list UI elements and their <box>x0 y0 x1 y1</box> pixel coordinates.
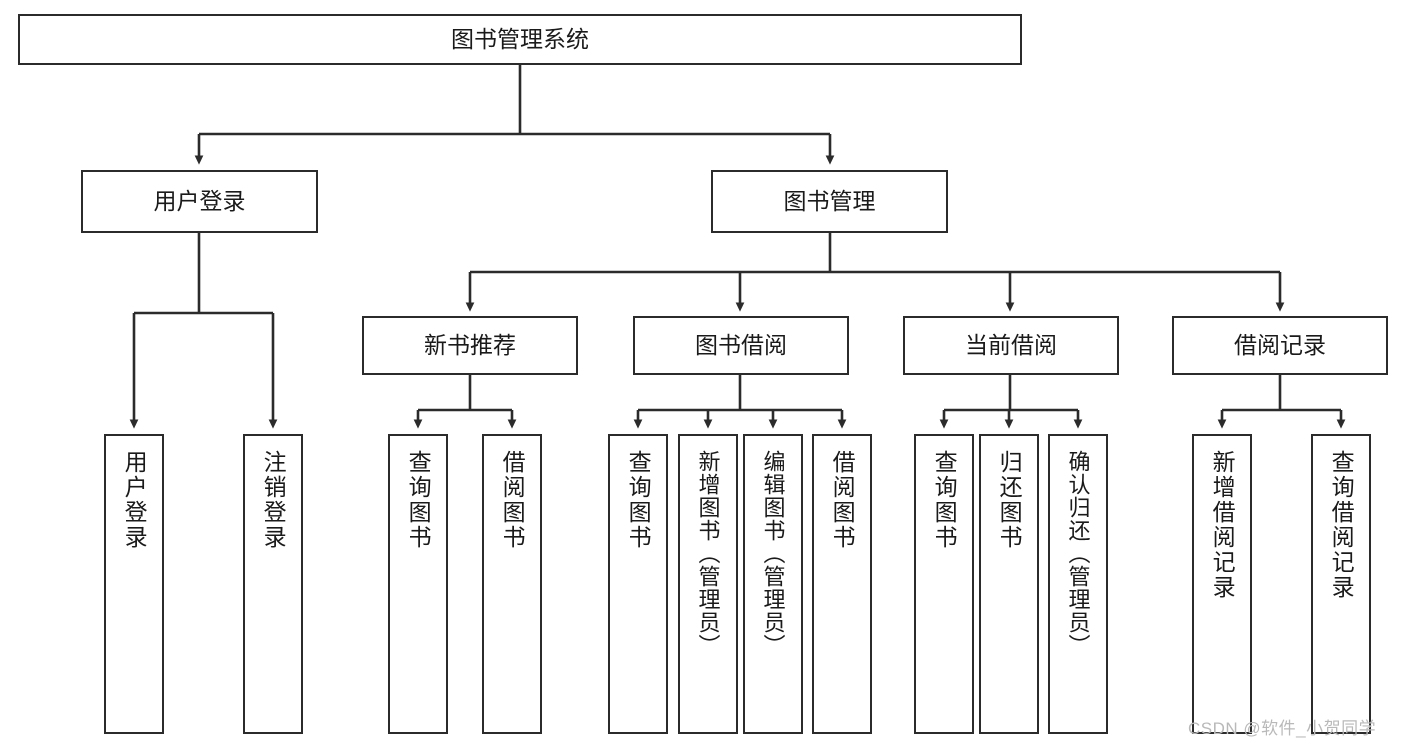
node-label: 新增借阅记录 <box>1209 450 1236 600</box>
leaf-current-borrow-query[interactable]: 查询图书 <box>914 434 974 734</box>
node-label: 新书推荐 <box>424 331 516 358</box>
node-label: 借阅图书 <box>829 450 856 550</box>
node-label: 确认归还（管理员） <box>1065 450 1091 657</box>
node-label: 查询图书 <box>931 450 958 550</box>
node-label: 图书管理 <box>783 187 876 214</box>
leaf-user-login-logout[interactable]: 注销登录 <box>243 434 303 734</box>
node-root-book-management-system[interactable]: 图书管理系统 <box>18 14 1022 65</box>
node-label: 用户登录 <box>121 450 148 550</box>
node-label: 图书管理系统 <box>451 25 589 52</box>
leaf-book-borrow-add[interactable]: 新增图书（管理员） <box>678 434 738 734</box>
node-label: 编辑图书（管理员） <box>760 450 786 657</box>
node-current-borrow[interactable]: 当前借阅 <box>903 316 1119 375</box>
node-label: 注销登录 <box>260 450 287 550</box>
leaf-new-book-borrow[interactable]: 借阅图书 <box>482 434 542 734</box>
leaf-current-borrow-confirm-return[interactable]: 确认归还（管理员） <box>1048 434 1108 734</box>
node-label: 查询图书 <box>625 450 652 550</box>
node-new-book-recommend[interactable]: 新书推荐 <box>362 316 578 375</box>
node-label: 借阅图书 <box>499 450 526 550</box>
leaf-current-borrow-return[interactable]: 归还图书 <box>979 434 1039 734</box>
leaf-borrow-record-add[interactable]: 新增借阅记录 <box>1192 434 1252 734</box>
node-label: 查询借阅记录 <box>1328 450 1355 600</box>
node-label: 当前借阅 <box>965 331 1057 358</box>
leaf-new-book-query[interactable]: 查询图书 <box>388 434 448 734</box>
leaf-user-login-login[interactable]: 用户登录 <box>104 434 164 734</box>
node-label: 图书借阅 <box>695 331 787 358</box>
node-book-management[interactable]: 图书管理 <box>711 170 948 233</box>
leaf-book-borrow-query[interactable]: 查询图书 <box>608 434 668 734</box>
leaf-book-borrow-edit[interactable]: 编辑图书（管理员） <box>743 434 803 734</box>
node-label: 新增图书（管理员） <box>695 450 721 657</box>
node-label: 借阅记录 <box>1234 331 1326 358</box>
node-label: 查询图书 <box>405 450 432 550</box>
watermark-text: CSDN @软件_小贺同学 <box>1188 719 1377 738</box>
node-label: 归还图书 <box>996 450 1023 550</box>
node-label: 用户登录 <box>153 187 246 214</box>
node-user-login[interactable]: 用户登录 <box>81 170 318 233</box>
leaf-borrow-record-query[interactable]: 查询借阅记录 <box>1311 434 1371 734</box>
node-borrow-record[interactable]: 借阅记录 <box>1172 316 1388 375</box>
leaf-book-borrow-borrow[interactable]: 借阅图书 <box>812 434 872 734</box>
node-book-borrow[interactable]: 图书借阅 <box>633 316 849 375</box>
